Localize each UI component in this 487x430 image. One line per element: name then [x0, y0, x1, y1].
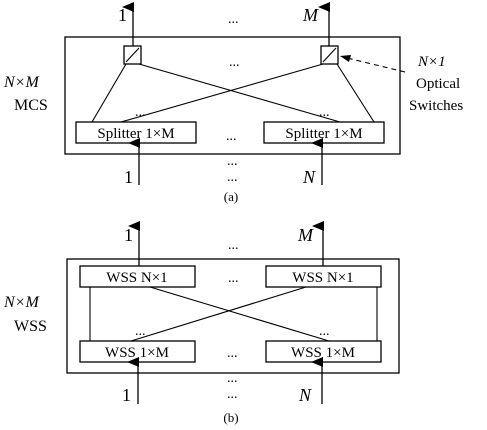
input-ellipsis-upper: ...: [227, 154, 238, 169]
splitter-left-fan-ellipsis: ...: [135, 105, 146, 120]
caption-a: (a): [224, 189, 238, 204]
mcs-outer-box: [64, 36, 401, 155]
wss-input-label-n: N: [298, 385, 312, 405]
caption-b: (b): [223, 410, 238, 425]
wss-bottom-left-label: WSS 1×M: [105, 345, 169, 361]
wss-link-cross-b: [130, 286, 307, 342]
output-label-m: M: [302, 5, 319, 25]
input-label-n: N: [302, 167, 316, 187]
panel-b-wss: 1 M ... WSS N×1 WSS N×1 ... ... ... WSS …: [3, 221, 400, 425]
wss-input-ellipsis-upper: ...: [227, 371, 238, 386]
splitter-right-box: [263, 121, 385, 144]
wss-top-right-label: WSS N×1: [292, 270, 353, 286]
wss-output-label-m: M: [297, 225, 314, 245]
wss-bottom-right-box: [265, 340, 382, 363]
switch-note-dims: N×1: [417, 54, 446, 70]
wss-bottom-row-ellipsis: ...: [227, 346, 238, 361]
wss-top-row-ellipsis: ...: [228, 271, 239, 286]
wss-input-ellipsis-lower: ...: [227, 387, 238, 402]
wss-input-label-1: 1: [122, 385, 131, 405]
splitter-right-fan-ellipsis: ...: [319, 105, 330, 120]
wss-top-left-label: WSS N×1: [106, 270, 167, 286]
wss-output-label-1: 1: [124, 225, 133, 245]
switch-pointer-arrow: [342, 56, 406, 73]
wss-link-cross-a: [149, 286, 330, 342]
switch-row-ellipsis: ...: [229, 55, 240, 70]
splitter-right-label: Splitter 1×M: [285, 126, 362, 142]
switch-note-optical: Optical: [416, 76, 460, 92]
panel-a-mcs: 1 M ... ... ... ... Splitter 1×M Splitte…: [3, 2, 463, 204]
mcs-link-left-left: [91, 63, 127, 123]
input-ellipsis-lower: ...: [227, 170, 238, 185]
mcs-side-label-dims: N×M: [3, 74, 40, 91]
wss-output-ellipsis: ...: [228, 238, 239, 253]
mcs-side-label-name: MCS: [14, 97, 48, 114]
mcs-link-right-cross: [120, 63, 324, 123]
wss-outer-box: [66, 258, 400, 374]
wss-bottom-right-fan-ellipsis: ...: [319, 324, 330, 339]
switch-pointer-head: [340, 55, 351, 62]
wss-bottom-left-fan-ellipsis: ...: [135, 324, 146, 339]
output-ellipsis: ...: [228, 12, 239, 27]
wss-side-label-dims: N×M: [3, 294, 40, 311]
switch-note-switches: Switches: [409, 98, 463, 114]
wss-top-right-box: [265, 265, 382, 288]
wss-side-label-name: WSS: [14, 318, 47, 335]
wss-bottom-right-label: WSS 1×M: [291, 345, 355, 361]
splitter-row-ellipsis: ...: [226, 129, 237, 144]
splitter-left-label: Splitter 1×M: [97, 126, 174, 142]
optical-switch-right: [320, 45, 339, 65]
input-label-1: 1: [124, 167, 133, 187]
mcs-link-right-right: [336, 63, 375, 123]
mcs-link-left-cross: [138, 63, 341, 123]
optical-switch-left: [123, 45, 142, 65]
wss-top-left-box: [79, 265, 196, 288]
output-label-1: 1: [118, 5, 127, 25]
